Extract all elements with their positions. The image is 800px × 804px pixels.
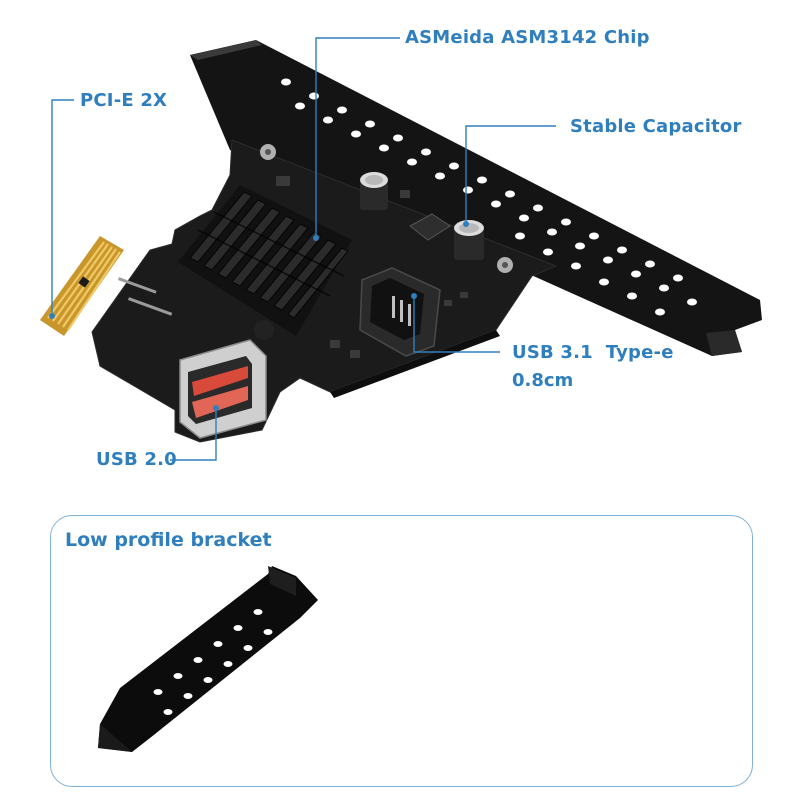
usb31-callout-size: 0.8cm (512, 370, 574, 391)
callout-lines (49, 37, 556, 461)
full-height-bracket (190, 40, 762, 356)
usb31-callout-label: USB 3.1 Type-e (512, 342, 674, 363)
smd-components (254, 176, 468, 358)
capacitor-right (454, 220, 484, 260)
low-profile-bracket (98, 566, 318, 752)
pcie-gold-fingers (40, 236, 124, 336)
usb31-type-e-connector (359, 267, 441, 357)
capacitor-callout-label: Stable Capacitor (570, 116, 742, 137)
low-profile-bracket-panel (50, 515, 753, 787)
screw-right (497, 257, 513, 273)
usb20-callout-label: USB 2.0 (96, 449, 177, 470)
heatsink (178, 185, 352, 336)
inductor (409, 213, 451, 241)
screw-left (260, 144, 276, 160)
pcie-callout-label: PCI-E 2X (80, 90, 168, 111)
chip-callout-label: ASMeida ASM3142 Chip (405, 27, 650, 48)
usb20-port (179, 339, 267, 439)
capacitor-left (360, 172, 388, 210)
low-profile-bracket-title: Low profile bracket (65, 529, 272, 551)
